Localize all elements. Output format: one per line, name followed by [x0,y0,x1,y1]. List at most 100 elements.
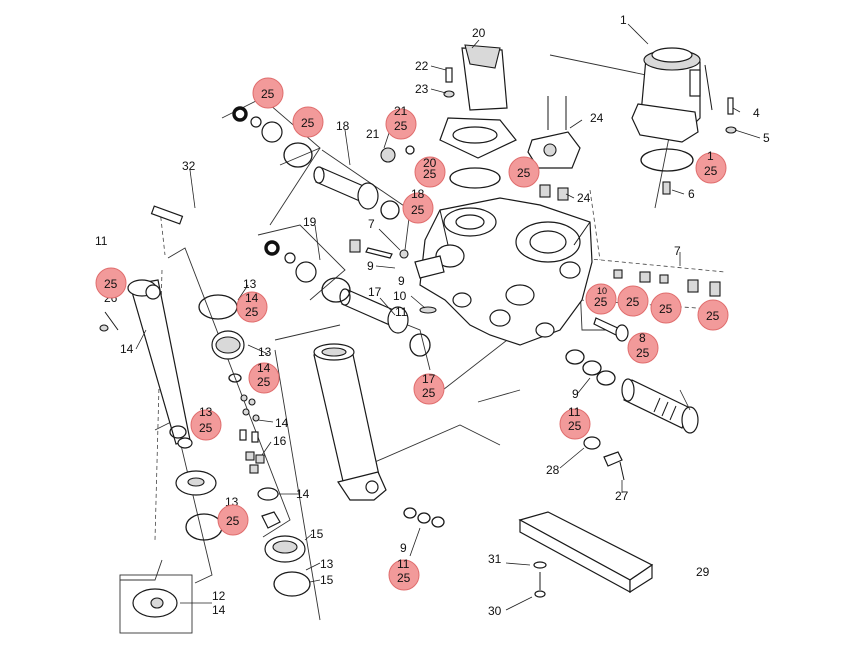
svg-text:10: 10 [597,286,607,296]
callout-31: 31 [488,552,502,566]
svg-text:25: 25 [257,375,271,389]
callout-9-center: 9 [398,274,405,288]
callout-32: 32 [182,159,196,173]
callout-9-upper: 9 [367,259,374,273]
svg-text:25: 25 [626,295,640,309]
reservoir-assembly [439,44,517,189]
svg-text:1: 1 [707,149,714,163]
callout-15-top: 15 [310,527,324,541]
callout-11-left: 11 [95,234,108,248]
leader-lines [135,23,761,611]
svg-text:14: 14 [245,291,259,305]
svg-text:25: 25 [568,419,582,433]
callout-labels: 1 4 5 6 7 7 7 9 9 9 9 10 11 11 12 13 13 … [95,13,770,618]
callout-13-top: 13 [243,277,257,291]
svg-text:13: 13 [199,405,213,419]
badge-25-a: 25 [252,77,284,109]
callout-14-lower: 14 [296,487,310,501]
svg-text:21: 21 [394,104,408,118]
upper-seal-group [232,106,415,303]
callout-24-lower: 24 [577,191,591,205]
trim-cylinder [99,205,223,618]
callout-30: 30 [488,604,502,618]
callout-9-right: 9 [572,387,579,401]
callout-1: 1 [620,13,627,27]
middle-piston-group [198,294,311,597]
badge-25-d: 25 [95,267,127,299]
svg-text:25: 25 [397,571,411,585]
callout-19: 19 [303,215,317,229]
badge-25-b: 25 [292,106,324,138]
callout-10: 10 [393,289,407,303]
svg-text:25: 25 [394,119,408,133]
cover-plate [518,511,654,598]
callout-24-upper: 24 [590,111,604,125]
svg-text:25: 25 [706,309,720,323]
callout-18: 18 [336,119,350,133]
callout-20: 20 [472,26,486,40]
callout-7-right: 7 [674,244,681,258]
callout-23: 23 [415,82,429,96]
badge-8-25: 825 [627,331,659,364]
svg-text:25: 25 [104,277,118,291]
callout-7-left: 7 [368,217,375,231]
badge-1-25: 125 [695,149,727,184]
callout-5: 5 [763,131,770,145]
svg-text:11: 11 [397,557,410,571]
svg-text:20: 20 [423,156,437,170]
svg-text:11: 11 [568,405,581,419]
callout-22: 22 [415,59,429,73]
badge-25-f: 25 [650,292,682,324]
callout-28: 28 [546,463,560,477]
right-side-parts [565,269,721,481]
callout-17: 17 [368,285,382,299]
tilt-cylinder [313,343,445,528]
callout-12: 12 [212,589,226,603]
badge-25-e: 25 [617,285,649,317]
svg-text:8: 8 [639,331,646,345]
svg-text:25: 25 [517,166,531,180]
callout-21: 21 [366,127,380,141]
svg-text:14: 14 [257,361,271,375]
callout-15-bottom: 15 [320,573,334,587]
callout-14-mid: 14 [275,416,289,430]
svg-text:25: 25 [226,514,240,528]
svg-text:25: 25 [411,203,425,217]
callout-14-frame: 14 [212,603,226,617]
badge-25-c: 25 [508,156,540,188]
pump-body [419,197,593,346]
callout-29: 29 [696,565,710,579]
callout-13-bottom: 13 [320,557,334,571]
svg-text:25: 25 [261,87,275,101]
motor-assembly [631,47,737,195]
svg-text:25: 25 [422,386,436,400]
callout-11-mid: 11 [395,305,408,319]
svg-text:17: 17 [422,372,436,386]
callout-4: 4 [753,106,760,120]
svg-text:25: 25 [659,302,673,316]
callout-6: 6 [688,187,695,201]
callout-27: 27 [615,489,629,503]
svg-text:25: 25 [301,116,315,130]
svg-text:25: 25 [245,305,259,319]
callout-13-mid: 13 [258,345,272,359]
badge-25-h: 25 [217,504,249,536]
svg-text:25: 25 [704,164,718,178]
svg-text:25: 25 [636,346,650,360]
spool-valves [313,166,445,357]
svg-text:25: 25 [594,295,608,309]
callout-9-lower: 9 [400,541,407,555]
badge-25-g: 25 [697,299,729,331]
